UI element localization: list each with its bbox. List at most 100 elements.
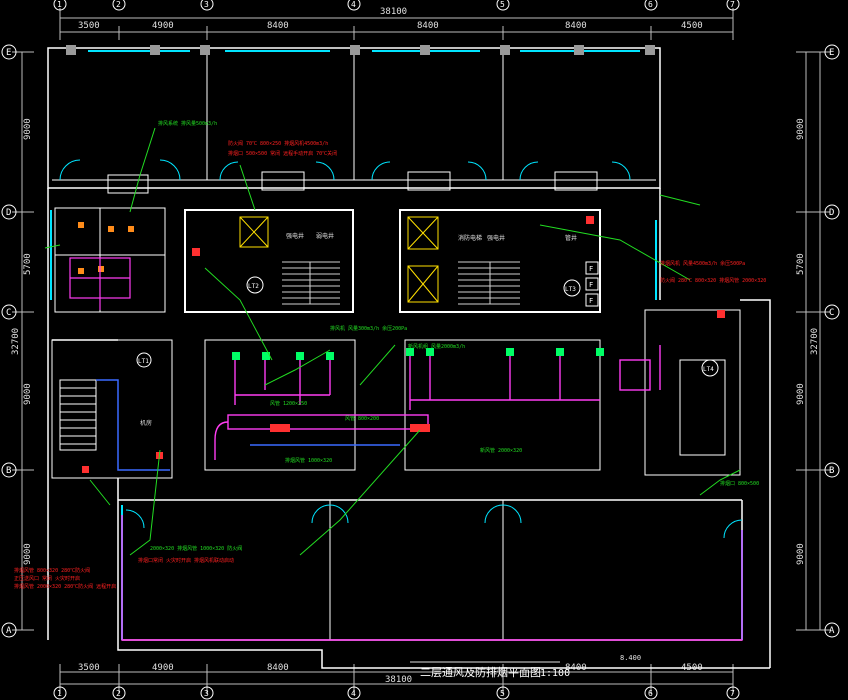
span-right-overall: 32700 xyxy=(810,328,820,355)
row-label-right-a: A xyxy=(829,626,835,636)
room-label-machine: 机房 xyxy=(140,419,152,427)
lt4-label: LT4 xyxy=(703,366,714,373)
note-right-2: 防火阀 280℃ 800×320 排烟风管 2000×320 xyxy=(660,277,766,284)
ductwork xyxy=(121,345,743,641)
drawing-title: 二层通风及防排烟平面图 1:100 8.400 xyxy=(410,654,641,679)
stairs xyxy=(282,261,520,305)
supply-duct-blue xyxy=(250,424,430,446)
axis-label-top-2: 2 xyxy=(116,0,121,9)
row-label-right-b: B xyxy=(829,466,834,476)
span-left-overall: 32700 xyxy=(11,328,21,355)
note-left-2: 正压送风口 常闭 火灾时开启 xyxy=(14,575,80,582)
entry-niches xyxy=(107,171,598,194)
room-label-electric: 强电井 xyxy=(286,232,304,240)
span-top-5: 8400 xyxy=(565,21,587,31)
structural-columns xyxy=(66,45,655,55)
axis-label-top-3: 3 xyxy=(204,0,209,9)
note-lower-1: 2000×320 排烟风管 1000×320 防火阀 xyxy=(150,545,242,552)
note-top-2: 防火阀 70℃ 800×250 排烟风机4500m3/h xyxy=(228,140,328,147)
axis-label-top-1: 1 xyxy=(57,0,62,9)
axis-label-bottom-7: 7 xyxy=(730,689,735,698)
bottom-dim-marker: 8.400 xyxy=(620,654,641,662)
room-label-weak: 弱电井 xyxy=(316,232,334,240)
f-label-2: F xyxy=(589,281,593,289)
toilet-fixtures xyxy=(78,222,134,274)
axis-label-bottom-6: 6 xyxy=(648,689,653,698)
lt3-label: LT3 xyxy=(565,286,576,293)
valves-red xyxy=(82,216,725,473)
left-stair-block xyxy=(51,339,173,479)
span-bottom-3: 8400 xyxy=(267,663,289,673)
drawing-title-text: 二层通风及防排烟平面图 xyxy=(420,665,541,679)
top-bay-walls xyxy=(52,52,656,640)
overall-width-top: 38100 xyxy=(380,7,407,17)
axis-label-top-7: 7 xyxy=(730,0,735,9)
note-mid-5: 排烟风管 1000×320 xyxy=(285,457,332,464)
lt1-label: LT1 xyxy=(138,358,149,365)
row-label-left-d: D xyxy=(6,208,11,218)
core-room-labels: 强电井 弱电井 消防电梯 管井 强电井 xyxy=(286,232,577,242)
row-label-left-c: C xyxy=(6,308,11,318)
row-label-left-a: A xyxy=(6,626,12,636)
f-label-1: F xyxy=(589,265,593,273)
span-right-4: 9000 xyxy=(796,543,806,565)
elevator-shafts xyxy=(239,216,439,303)
leader-lines xyxy=(44,127,741,556)
dampers xyxy=(232,348,604,360)
row-label-right-e: E xyxy=(829,48,834,58)
note-right-3: 排烟口 800×500 xyxy=(720,480,759,487)
lt2-label: LT2 xyxy=(248,283,259,290)
door-swings-top xyxy=(59,159,743,539)
note-top-1: 排风系统 排风量500m3/h xyxy=(158,120,217,127)
f-label-3: F xyxy=(589,297,593,305)
axis-label-bottom-2: 2 xyxy=(116,689,121,698)
span-right-1: 9000 xyxy=(796,118,806,140)
right-dimension-chain xyxy=(796,51,830,631)
room-label-stair: 消防电梯 xyxy=(458,234,482,242)
axis-label-bottom-5: 5 xyxy=(500,689,505,698)
axis-label-top-4: 4 xyxy=(351,0,356,9)
fire-cabinets xyxy=(585,261,599,307)
annotation-text: 排风系统 排风量500m3/h 防火阀 70℃ 800×250 排烟风机4500… xyxy=(14,120,766,590)
bottom-dimension-chain xyxy=(59,664,734,694)
span-left-3: 9000 xyxy=(23,383,33,405)
span-bottom-1: 3500 xyxy=(78,663,100,673)
overall-width-bottom: 38100 xyxy=(385,675,412,685)
row-label-left-e: E xyxy=(6,48,11,58)
axis-label-bottom-4: 4 xyxy=(351,689,356,698)
axis-label-bottom-3: 3 xyxy=(204,689,209,698)
note-top-3: 排烟口 500×500 常闭 远程手动开启 70℃关闭 xyxy=(228,150,337,157)
axis-label-top-5: 5 xyxy=(500,0,505,9)
note-left-3: 排烟风管 2000×320 280℃防火阀 远程开启 xyxy=(14,583,116,590)
central-rooms xyxy=(204,309,741,476)
row-label-right-d: D xyxy=(829,208,834,218)
column-axis-bubbles-top xyxy=(53,0,740,11)
top-dimension-chain xyxy=(59,8,734,40)
note-mid-3: 风管 1200×250 xyxy=(270,400,307,407)
core-walls xyxy=(184,209,601,313)
note-mid-1: 排风机 风量300m3/h 余压200Pa xyxy=(330,325,407,332)
span-right-3: 9000 xyxy=(796,383,806,405)
left-stair-blue-line xyxy=(96,379,170,471)
toilet-block xyxy=(54,207,166,313)
span-right-2: 5700 xyxy=(796,253,806,275)
span-top-3: 8400 xyxy=(267,21,289,31)
note-lower-2: 排烟口常闭 火灾时开启 排烟风机联动启动 xyxy=(138,557,234,564)
note-mid-4: 风管 800×200 xyxy=(345,415,379,422)
note-mid-6: 新风管 2000×320 xyxy=(480,447,522,454)
room-label-pipe: 管井 xyxy=(565,234,577,242)
toilet-ducts xyxy=(69,257,131,310)
span-left-4: 9000 xyxy=(23,543,33,565)
span-top-2: 4900 xyxy=(152,21,174,31)
note-right-1: 排烟风机 风量4500m3/h 余压500Pa xyxy=(660,260,745,267)
column-axis-bubbles-bottom xyxy=(53,686,740,700)
note-mid-2: 新风机组 风量2000m3/h xyxy=(408,343,465,350)
note-left-1: 排烟风管 800×320 280℃防火阀 xyxy=(14,567,90,574)
span-top-1: 3500 xyxy=(78,21,100,31)
axis-label-top-6: 6 xyxy=(648,0,653,9)
span-left-1: 9000 xyxy=(23,118,33,140)
row-axis-bubbles xyxy=(1,44,840,638)
span-top-6: 4500 xyxy=(681,21,703,31)
room-label-electric-2: 强电井 xyxy=(487,234,505,242)
